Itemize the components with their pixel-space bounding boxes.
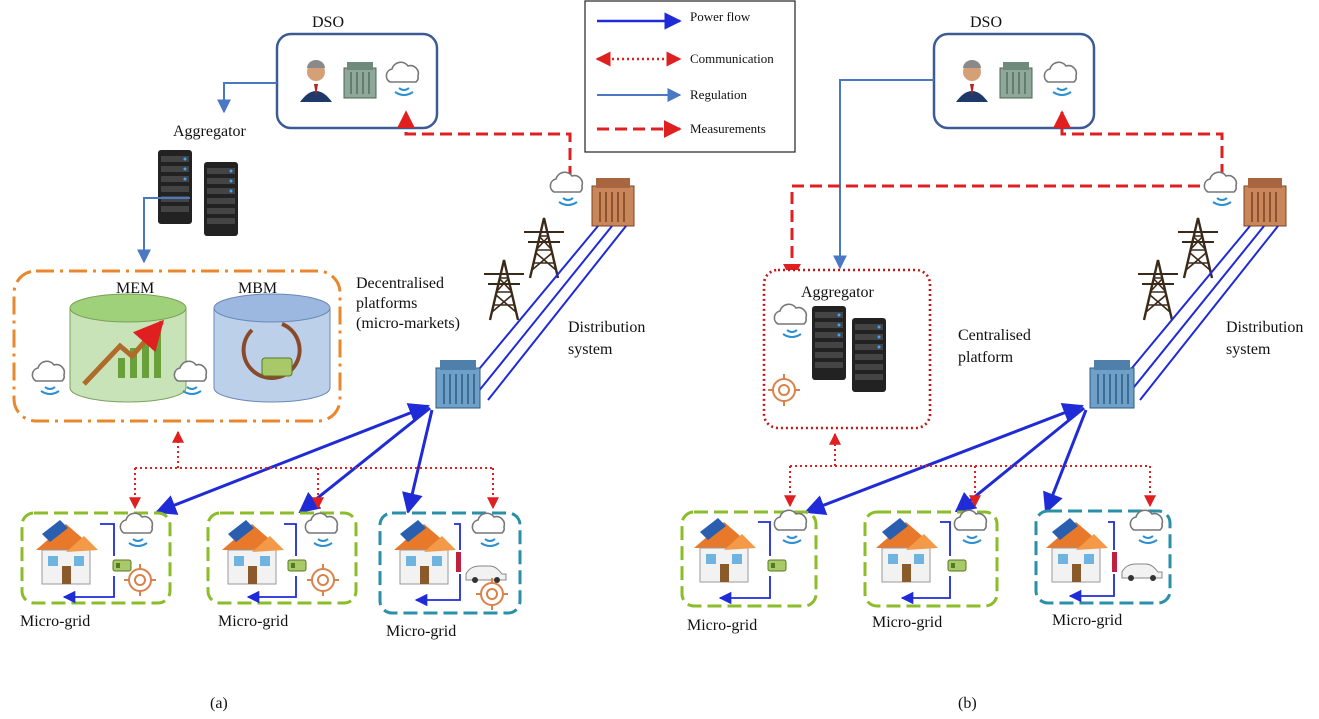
distribution-label-a1: Distribution [568,319,645,336]
distribution-label-a2: system [568,341,613,358]
panel-b: DSO Aggregator Centralised platform Dist… [680,14,1303,712]
pylon-icon [482,258,526,322]
microgrid-label-a2: Micro-grid [218,613,288,630]
server-icon [204,162,238,236]
measurement-arrow-a [397,110,572,178]
communication-b [784,432,1156,508]
mbm-label: MBM [238,280,277,297]
microgrid-b1 [680,509,818,606]
mem-database-icon [69,293,187,403]
aggregator-label-a: Aggregator [173,123,247,140]
regulation-arrow-a2 [137,197,190,264]
power-flow-b [804,402,1088,516]
legend-box: Power flow Communication Regulation Meas… [584,0,796,153]
communication-a [129,430,499,510]
caption-b: (b) [958,695,977,712]
panel-a: DSO Aggregator MEM MBM [12,14,645,712]
microgrid-label-b1: Micro-grid [687,617,757,634]
server-icon [852,318,886,392]
regulation-arrow-a1 [217,82,277,114]
microgrid-label-b3: Micro-grid [1052,612,1122,629]
substation-icon [343,61,377,99]
power-flow-a [155,403,434,515]
pylon-icon [1136,258,1180,322]
centralised-label-line1: Centralised [958,327,1031,344]
cloud-icon [1203,171,1238,206]
platform-label-line3: (micro-markets) [356,315,460,332]
microgrid-label-a3: Micro-grid [386,623,456,640]
cloud-icon [549,171,584,206]
server-icon [812,306,846,380]
measurement-arrow-b2 [783,184,1200,282]
microgrid-b3 [1034,509,1172,603]
microgrid-label-a1: Micro-grid [20,613,90,630]
transformer-icon [435,359,481,409]
power-lines-b [1121,225,1279,401]
microgrid-label-b2: Micro-grid [872,614,942,631]
microgrid-a1 [20,511,172,603]
legend-regulation: Regulation [690,87,748,102]
distribution-label-b2: system [1226,341,1271,358]
microgrid-a2 [206,511,358,603]
pylon-icon [522,216,566,280]
transformer-icon [1089,359,1135,409]
regulation-arrow-b [833,79,934,270]
platform-label-line1: Decentralised [356,275,444,292]
mem-label: MEM [116,280,154,297]
dso-label-b: DSO [970,14,1002,31]
legend-communication: Communication [690,51,774,66]
transformer-icon [591,177,635,227]
server-icon [158,150,192,224]
caption-a: (a) [210,695,228,712]
mbm-database-icon [213,293,331,403]
legend-power-flow: Power flow [690,9,751,24]
aggregator-label-b: Aggregator [801,284,875,301]
dso-label-a: DSO [312,14,344,31]
measurement-arrow-b1 [1053,110,1224,176]
power-lines-a [469,225,627,401]
centralised-label-line2: platform [958,349,1014,366]
transformer-icon [1243,177,1287,227]
distribution-label-b1: Distribution [1226,319,1303,336]
microgrid-b2 [863,509,999,606]
substation-icon [999,61,1033,99]
platform-label-line2: platforms [356,295,417,312]
legend-measurements: Measurements [690,121,766,136]
pylon-icon [1176,216,1220,280]
microgrid-a3 [378,511,522,615]
